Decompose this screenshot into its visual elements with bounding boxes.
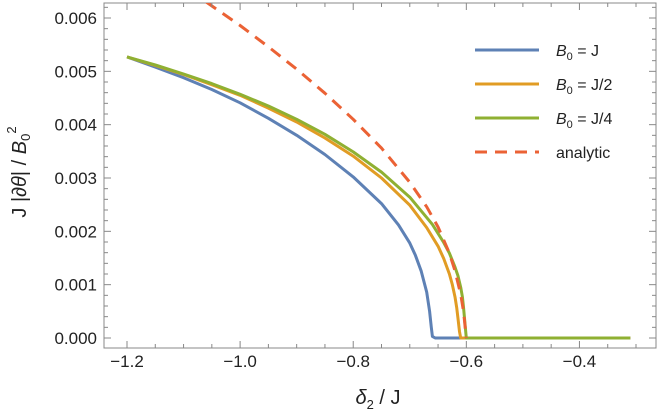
y-tick-label: 0.006 [54, 9, 97, 28]
plot-area-border [103, 2, 657, 349]
x-tick-label: −1.2 [110, 352, 144, 371]
y-tick-label: 0.000 [54, 329, 97, 348]
y-tick-label: 0.003 [54, 169, 97, 188]
y-tick-label: 0.005 [54, 62, 97, 81]
y-axis-title-text: J |∂θ| / B02 [4, 126, 33, 217]
legend-label: analytic [556, 145, 610, 162]
x-tick-label: −0.8 [336, 352, 370, 371]
x-axis-title: δ2 / J [355, 387, 400, 412]
ticks-layer: −1.2 −1.0 −0.8 −0.6 −0.4 0.000 0.001 0.002 0.003… [54, 3, 656, 371]
legend-label: B0 = J/2 [556, 77, 612, 97]
y-tick-label: 0.002 [54, 222, 97, 241]
legend: B0 = J B0 = J/2 B0 = J/4 analytic [475, 43, 612, 162]
series-line-1 [126, 55, 631, 340]
plot-frame [103, 2, 657, 349]
y-tick-label: 0.004 [54, 116, 97, 135]
y-axis-title: J |∂θ| / B02 [4, 126, 33, 217]
series-layer [126, 3, 631, 340]
x-tick-label: −0.6 [450, 352, 484, 371]
series-line-2 [126, 55, 631, 340]
series-line-4 [205, 3, 468, 339]
x-tick-label: −0.4 [563, 352, 597, 371]
series-line-3 [126, 55, 631, 340]
legend-label: B0 = J [556, 43, 599, 63]
y-tick-label: 0.001 [54, 276, 97, 295]
legend-label: B0 = J/4 [556, 111, 612, 131]
x-tick-label: −1.0 [223, 352, 257, 371]
